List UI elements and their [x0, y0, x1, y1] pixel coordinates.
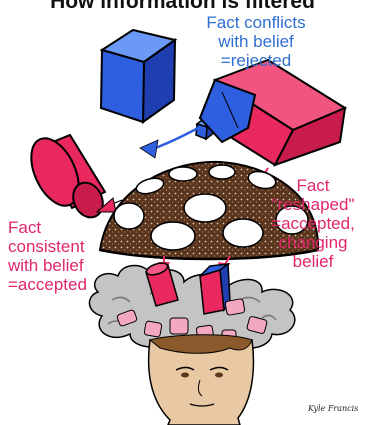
accepted-label-line-4: =accepted: [8, 275, 108, 294]
reshaped-label-line-5: belief: [263, 252, 363, 271]
illustration-heading: How information is filtered: [0, 0, 365, 14]
rejected-label-line-3: =rejected: [191, 51, 321, 70]
rejected-bounce-arrowhead: [140, 140, 158, 158]
accepted-label-line-1: Fact: [8, 218, 108, 237]
accepted-label-line-3: with belief: [8, 256, 108, 275]
artist-signature: Kyle Francis: [308, 404, 358, 413]
rejected-label: Fact conflicts with belief =rejected: [191, 13, 321, 70]
reshaped-label-line-1: Fact: [263, 176, 363, 195]
reshaped-label: Fact "reshaped" =accepted, changing beli…: [263, 176, 363, 271]
reshaped-label-line-4: changing: [263, 233, 363, 252]
accepted-fact-cylinder: [22, 131, 109, 222]
reshaped-label-line-3: =accepted,: [263, 214, 363, 233]
reshaped-label-line-2: "reshaped": [263, 195, 363, 214]
reshaped-fact-prism: [200, 60, 345, 165]
accepted-label-line-2: consistent: [8, 237, 108, 256]
accepted-label: Fact consistent with belief =accepted: [8, 218, 108, 294]
rejected-label-line-1: Fact conflicts: [191, 13, 321, 32]
person-head: [149, 335, 254, 425]
rejected-fact-cube: [101, 30, 175, 122]
rejected-label-line-2: with belief: [191, 32, 321, 51]
